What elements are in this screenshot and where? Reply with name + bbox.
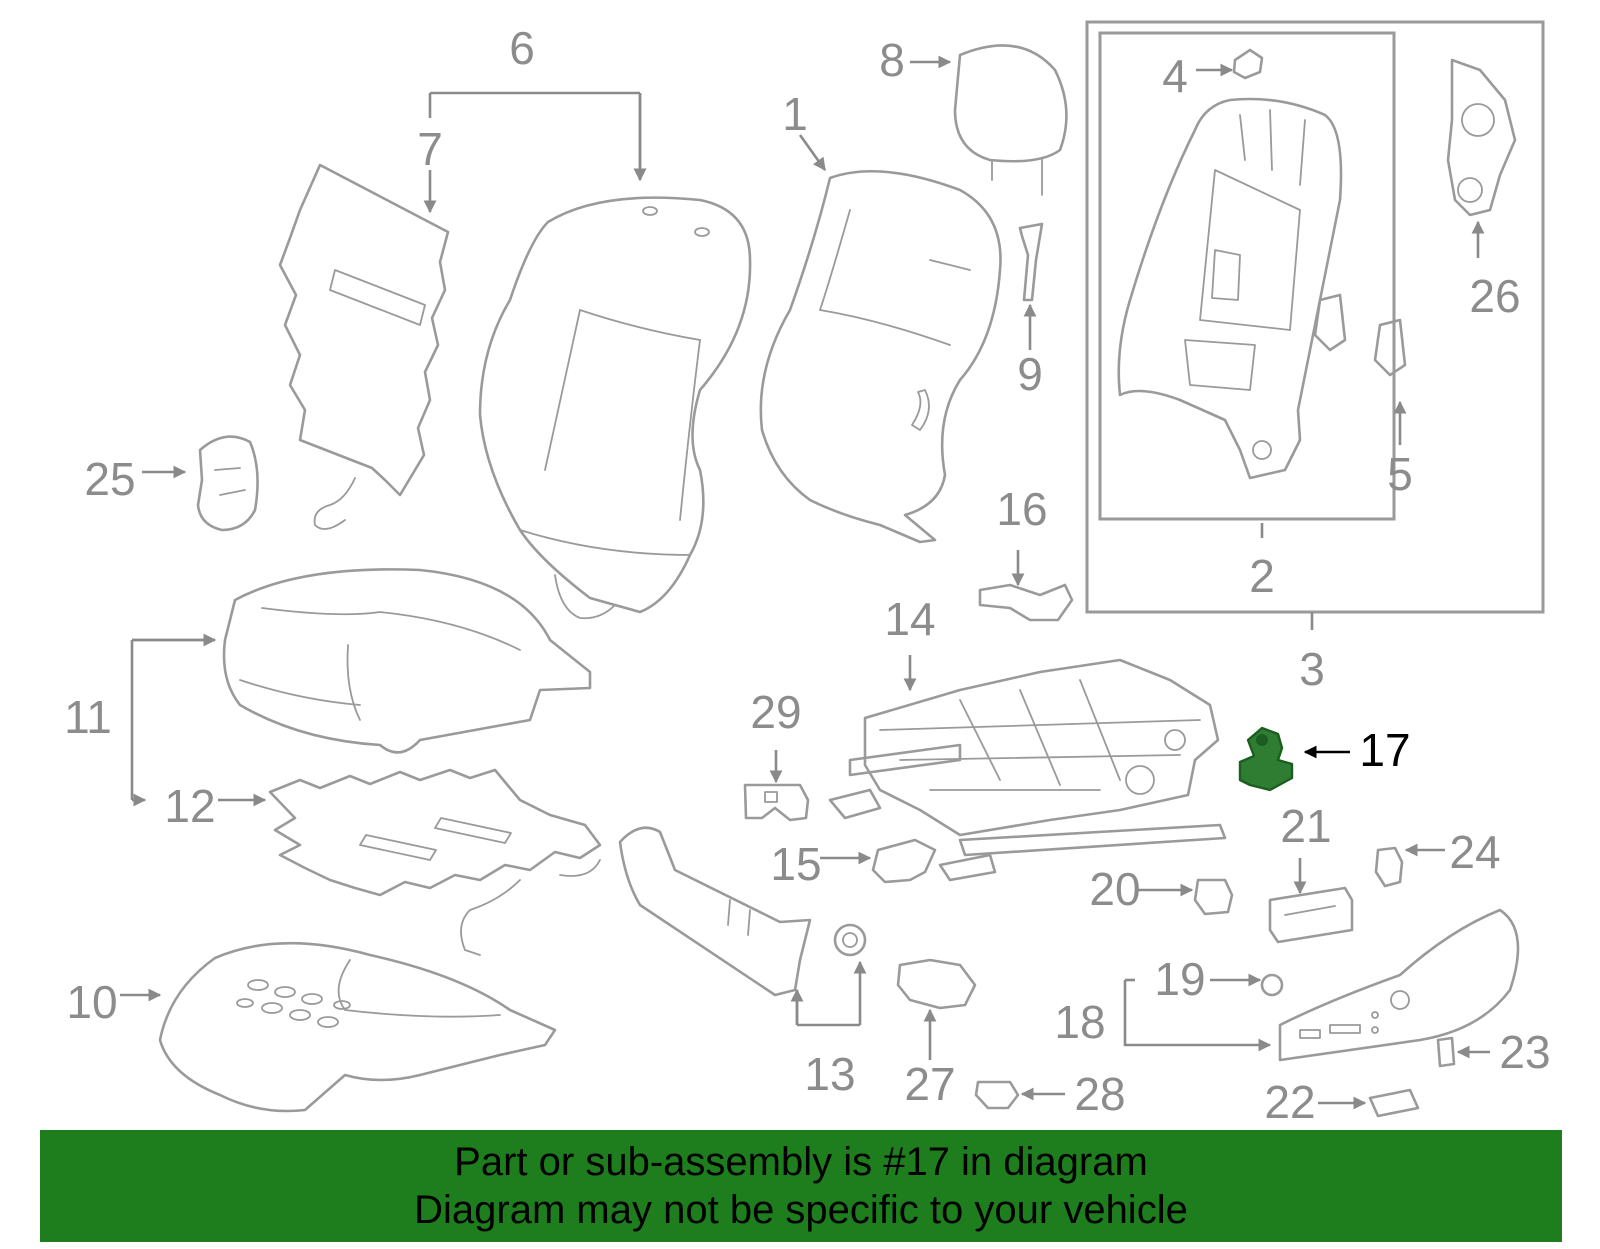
callout-28: 28 (1074, 1068, 1125, 1120)
part-18-side-cover (1278, 908, 1520, 1062)
callout-2: 2 (1249, 550, 1275, 602)
callout-27: 27 (904, 1058, 955, 1110)
part-16-bracket (978, 583, 1074, 622)
part-7-seatback-mat (278, 163, 450, 530)
callout-14: 14 (884, 593, 935, 645)
callout-11: 11 (64, 691, 112, 743)
part-9-headrest-guide (1018, 222, 1044, 302)
part-22-trim (1368, 1088, 1420, 1118)
part-21-module (1268, 886, 1354, 944)
callout-26: 26 (1469, 270, 1520, 322)
callout-5: 5 (1387, 448, 1413, 500)
part-12-heater-mat (268, 768, 602, 956)
callout-18: 18 (1054, 996, 1105, 1048)
part-11-cushion-cover (222, 568, 592, 754)
callout-20: 20 (1089, 863, 1140, 915)
callout-15: 15 (770, 838, 821, 890)
part-1-seatback-pad (759, 170, 1002, 544)
callout-6: 6 (509, 22, 535, 74)
callout-22: 22 (1264, 1076, 1315, 1128)
callout-10: 10 (66, 976, 117, 1028)
part-27-bracket (896, 958, 977, 1010)
callout-12: 12 (164, 780, 215, 832)
banner-line-2: Diagram may not be specific to your vehi… (414, 1188, 1188, 1232)
part-29-bracket (743, 783, 810, 822)
part-20-switch (1193, 878, 1234, 916)
callout-3: 3 (1299, 643, 1325, 695)
info-banner: Part or sub-assembly is #17 in diagram D… (40, 1130, 1562, 1242)
part-14-seat-frame (828, 658, 1227, 882)
callout-1: 1 (782, 88, 808, 140)
callout-19: 19 (1154, 953, 1205, 1005)
part-13-seat-trim (618, 826, 812, 997)
callout-7: 7 (417, 123, 443, 175)
callout-16: 16 (996, 483, 1047, 535)
callout-17: 17 (1359, 724, 1410, 776)
leader-lines (120, 55, 1490, 1110)
part-8-headrest (953, 44, 1068, 196)
callout-29: 29 (750, 686, 801, 738)
part-25-cover (196, 435, 259, 532)
part-15-bracket (871, 838, 937, 884)
part-5-bracket (1313, 293, 1407, 377)
part-2-seatback-frame (1117, 97, 1343, 480)
part-23-cap (1436, 1036, 1456, 1068)
callout-25: 25 (84, 453, 135, 505)
banner-line-1: Part or sub-assembly is #17 in diagram (454, 1140, 1148, 1184)
callout-21: 21 (1280, 800, 1331, 852)
part-3-assembly-box (1085, 20, 1545, 614)
callout-4: 4 (1162, 50, 1188, 102)
part-6-seatback-cover (478, 196, 752, 620)
part-19-knob (1260, 973, 1284, 997)
part-10-cushion-pad (158, 941, 557, 1113)
callout-numbers: 6 7 1 8 9 4 5 26 2 3 25 11 12 10 16 14 2… (64, 22, 1550, 1128)
callout-23: 23 (1499, 1026, 1550, 1078)
callout-24: 24 (1449, 826, 1500, 878)
callout-9: 9 (1017, 348, 1043, 400)
part-26-recliner-cover (1446, 58, 1517, 217)
part-17-highlighted (1238, 726, 1294, 792)
callout-8: 8 (879, 34, 905, 86)
part-4-clip (1232, 48, 1264, 80)
callout-13: 13 (804, 1048, 855, 1100)
part-13-knob (833, 923, 867, 957)
part-24-switch (1374, 846, 1404, 888)
part-28-clip (974, 1080, 1020, 1110)
